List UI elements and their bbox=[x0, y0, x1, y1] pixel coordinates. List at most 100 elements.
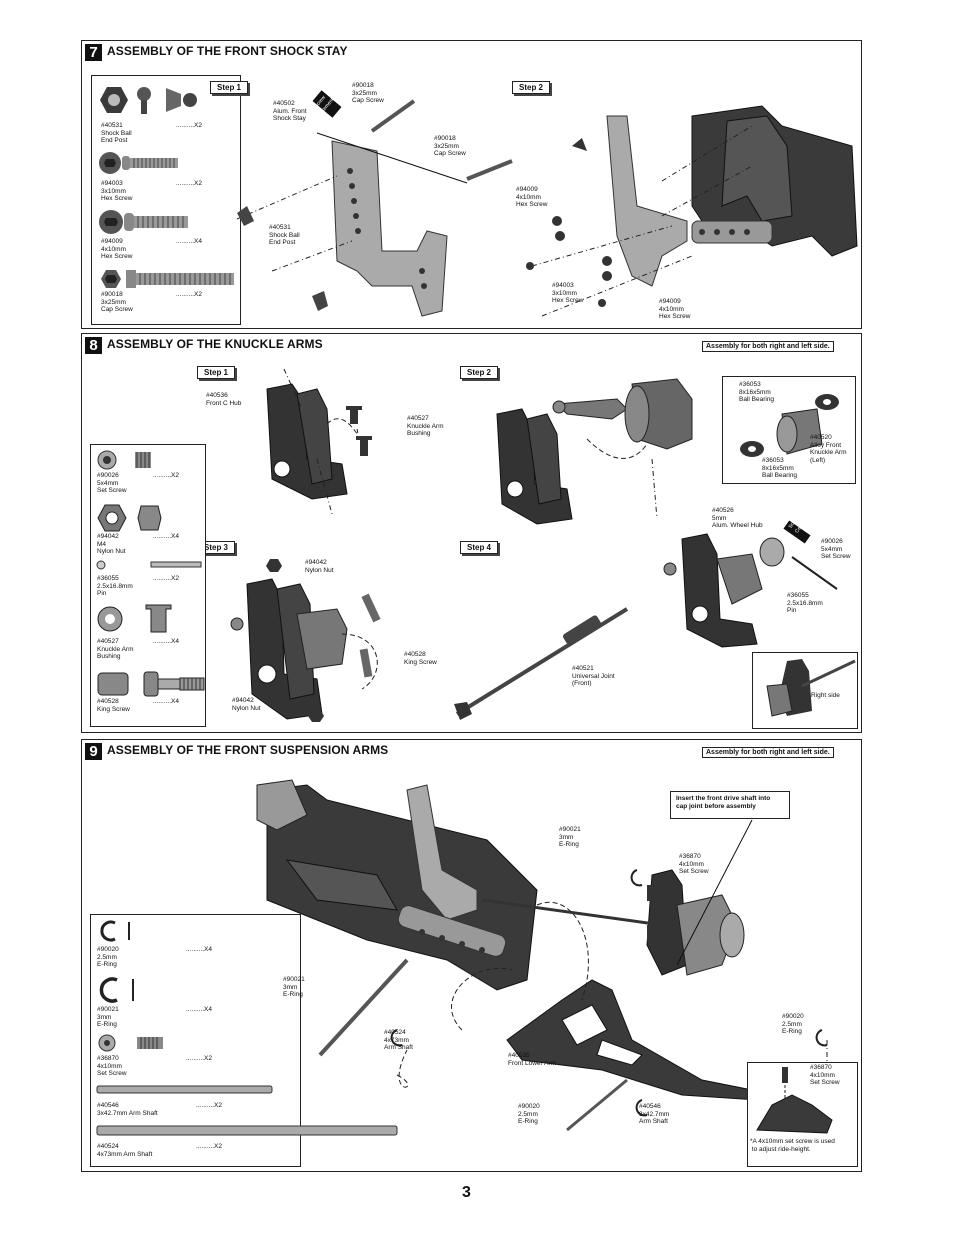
part-label-90020: #90020 2.5mm E-Ring bbox=[97, 946, 119, 968]
part-label-90018: #90018 3x25mm Cap Screw bbox=[101, 291, 133, 313]
callout-36053-bottom: #36053 8x16x5mm Ball Bearing bbox=[762, 457, 798, 479]
part-label-94009: #94009 4x10mm Hex Screw bbox=[101, 238, 133, 260]
part-qty-40546: ..........X2 bbox=[196, 1102, 223, 1109]
callout-40531: #40531 Shock Ball End Post bbox=[269, 224, 300, 246]
wheel-hub-step4-view bbox=[663, 520, 838, 648]
insert-note-box bbox=[670, 791, 790, 819]
step-2-label: Step 2 bbox=[460, 366, 499, 379]
callout-40546: #40546 3x42.7mm Arm Shaft bbox=[639, 1103, 670, 1125]
section-title: ASSEMBLY OF THE KNUCKLE ARMS bbox=[107, 337, 323, 351]
shock-stay-exploded-view bbox=[236, 90, 513, 317]
callout-94042-top: #94042 Nylon Nut bbox=[305, 559, 334, 574]
section-knuckle-arms: 8 ASSEMBLY OF THE KNUCKLE ARMS Assembly … bbox=[81, 333, 862, 733]
part-label-36870: #36870 4x10mm Set Screw bbox=[97, 1055, 127, 1077]
part-label-90021: #90021 3mm E-Ring bbox=[97, 1006, 119, 1028]
shock-ball-end-post-icon bbox=[100, 87, 197, 114]
callout-36870-main: #36870 4x10mm Set Screw bbox=[679, 853, 709, 875]
part-label-90026: #90026 5x4mm Set Screw bbox=[97, 472, 127, 494]
part-qty-40524: ..........X2 bbox=[196, 1143, 223, 1150]
right-side-assembly-view bbox=[766, 659, 856, 717]
callout-36055: #36055 2.5x16.8mm Pin bbox=[787, 592, 823, 614]
right-side-label: Right side bbox=[811, 692, 840, 699]
part-label-40524: #40524 4x73mm Arm Shaft bbox=[97, 1143, 153, 1158]
section-front-suspension-arms: 9 ASSEMBLY OF THE FRONT SUSPENSION ARMS … bbox=[81, 739, 862, 1172]
hex-screw-3x10-icon bbox=[99, 152, 178, 174]
universal-joint-view bbox=[454, 607, 629, 720]
callout-40527: #40527 Knuckle Arm Bushing bbox=[407, 415, 444, 437]
callout-94042-bottom: #94042 Nylon Nut bbox=[232, 697, 261, 712]
hex-screw-4x10-icon bbox=[99, 210, 188, 234]
bushings-step1 bbox=[346, 406, 372, 456]
section-number: 8 bbox=[85, 337, 102, 354]
section-front-shock-stay: 7 ASSEMBLY OF THE FRONT SHOCK STAY #4053… bbox=[81, 40, 862, 329]
callout-94009-right: #94009 4x10mm Hex Screw bbox=[659, 298, 691, 320]
part-qty-40527: ..........X4 bbox=[153, 638, 180, 645]
callout-40536: #40536 Front C Hub bbox=[206, 392, 242, 407]
set-screw-5x4-icon bbox=[97, 450, 151, 470]
knuckle-step3-view bbox=[230, 559, 381, 722]
callout-36053-top: #36053 8x16x5mm Ball Bearing bbox=[739, 381, 775, 403]
e-ring-2.5-icon bbox=[100, 920, 130, 942]
king-screw-icon bbox=[97, 671, 205, 697]
front-lower-arm-view bbox=[506, 979, 758, 1101]
part-label-36055: #36055 2.5x16.8mm Pin bbox=[97, 575, 133, 597]
nylon-nut-icon bbox=[97, 504, 162, 532]
callout-94009-left: #94009 4x10mm Hex Screw bbox=[516, 186, 548, 208]
callout-90018-top: #90018 3x25mm Cap Screw bbox=[352, 82, 384, 104]
callout-94003: #94003 3x10mm Hex Screw bbox=[552, 282, 584, 304]
callout-40526: #40526 5mm Alum. Wheel Hub bbox=[712, 507, 763, 529]
step-1-label: Step 1 bbox=[197, 366, 236, 379]
part-qty-94003: ..........X2 bbox=[176, 180, 203, 187]
callout-90020-bottom: #90020 2.5mm E-Ring bbox=[518, 1103, 540, 1125]
callout-40528: #40528 King Screw bbox=[404, 651, 437, 666]
part-qty-40531: ..........X2 bbox=[176, 122, 203, 129]
arm-shaft-4x73-icon bbox=[96, 1125, 398, 1136]
callout-90021-top: #90021 3mm E-Ring bbox=[559, 826, 581, 848]
assembly-guides bbox=[318, 819, 828, 1132]
callout-40535: #40535 Front Lower Arm bbox=[508, 1052, 557, 1067]
callout-40502: #40502 Alum. Front Shock Stay bbox=[273, 100, 307, 122]
chassis-front-exploded-view bbox=[526, 105, 858, 317]
e-ring-3-icon bbox=[99, 977, 134, 1003]
bearings-detail bbox=[740, 394, 839, 457]
section-title: ASSEMBLY OF THE FRONT SHOCK STAY bbox=[107, 44, 348, 58]
step-1-label: Step 1 bbox=[210, 81, 249, 94]
ride-height-note: *A 4x10mm set screw is used to adjust ri… bbox=[750, 1138, 835, 1153]
section-title: ASSEMBLY OF THE FRONT SUSPENSION ARMS bbox=[107, 743, 389, 757]
part-label-94042: #94042 M4 Nylon Nut bbox=[97, 533, 126, 555]
page-number: 3 bbox=[462, 1184, 471, 1201]
set-screw-4x10-icon bbox=[98, 1034, 163, 1052]
arm-shaft-3x42.7-icon bbox=[96, 1085, 273, 1094]
part-qty-36870: ..........X2 bbox=[186, 1055, 213, 1062]
part-qty-40528: ..........X4 bbox=[153, 698, 180, 705]
part-qty-36055: ..........X2 bbox=[153, 575, 180, 582]
cap-screw-3x25-icon bbox=[101, 270, 234, 288]
assembly-note: Assembly for both right and left side. bbox=[702, 747, 834, 758]
section-number: 9 bbox=[85, 743, 102, 760]
part-qty-90018: ..........X2 bbox=[176, 291, 203, 298]
insert-drive-shaft-note: Insert the front drive shaft into cap jo… bbox=[676, 795, 771, 810]
ride-height-detail-view bbox=[756, 1067, 833, 1134]
part-qty-90026: ..........X2 bbox=[153, 472, 180, 479]
knuckle-assembly-view bbox=[481, 869, 745, 976]
callout-90021-left: #90021 3mm E-Ring bbox=[283, 976, 305, 998]
part-label-94003: #94003 3x10mm Hex Screw bbox=[101, 180, 133, 202]
parts-list: #90020 2.5mm E-Ring ..........X4 #90021 … bbox=[90, 914, 398, 1167]
part-qty-90020: ..........X4 bbox=[186, 946, 213, 953]
callout-90026: #90026 5x4mm Set Screw bbox=[821, 538, 851, 560]
callout-40524: #40524 4x73mm Arm Shaft bbox=[384, 1029, 413, 1051]
part-qty-90021: ..........X4 bbox=[186, 1006, 213, 1013]
part-label-40531: #40531 Shock Ball End Post bbox=[101, 122, 132, 144]
callout-36870-detail: #36870 4x10mm Set Screw bbox=[810, 1064, 840, 1086]
step-4-label: Step 4 bbox=[460, 541, 499, 554]
front-suspension-chassis-view bbox=[256, 779, 538, 991]
knuckle-step2-view bbox=[496, 378, 693, 525]
part-label-40546: #40546 3x42.7mm Arm Shaft bbox=[97, 1102, 158, 1117]
callout-90018-mid: #90018 3x25mm Cap Screw bbox=[434, 135, 466, 157]
parts-list: #40531 Shock Ball End Post ..........X2 … bbox=[91, 75, 241, 325]
part-label-40528: #40528 King Screw bbox=[97, 698, 130, 713]
step-2-label: Step 2 bbox=[512, 81, 551, 94]
callout-40520: #40520 Alloy Front Knuckle Arm (Left) bbox=[810, 434, 847, 464]
part-qty-94009: ..........X4 bbox=[176, 238, 203, 245]
pin-icon bbox=[96, 560, 202, 570]
